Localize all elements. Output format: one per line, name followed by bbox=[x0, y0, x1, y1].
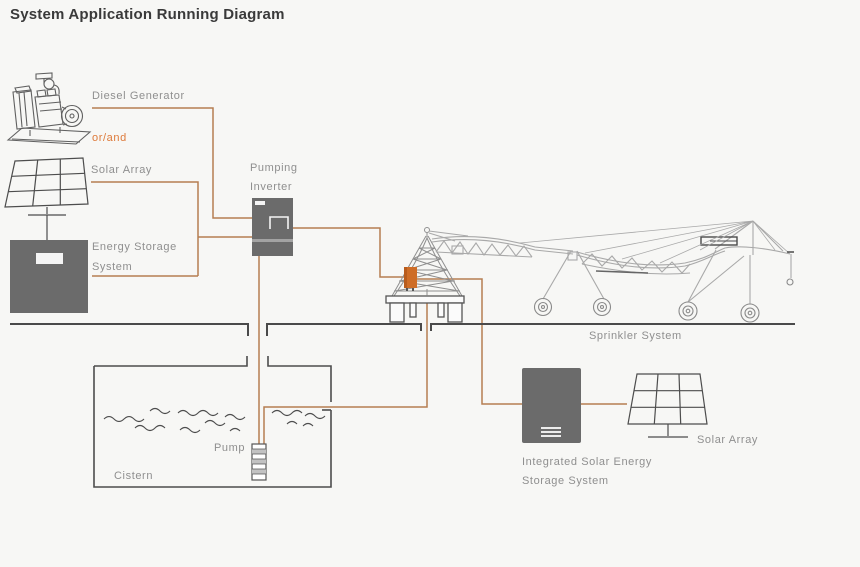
wire-diesel-to-inverter bbox=[92, 107, 252, 219]
integrated-storage-box bbox=[522, 368, 581, 443]
solar-array-left-illustration bbox=[4, 157, 89, 240]
label-diesel-generator: Diesel Generator bbox=[92, 90, 185, 102]
label-pump: Pump bbox=[214, 442, 246, 454]
cistern-illustration bbox=[93, 356, 332, 488]
label-energy-storage-2: System bbox=[92, 261, 133, 273]
page-title: System Application Running Diagram bbox=[10, 6, 285, 23]
label-solar-array-right: Solar Array bbox=[697, 434, 759, 446]
wire-lines bbox=[91, 107, 627, 444]
label-integrated-1: Integrated Solar Energy bbox=[522, 456, 652, 468]
center-pivot-tower bbox=[391, 227, 463, 299]
label-or-and: or/and bbox=[92, 132, 127, 144]
wire-solar-bus bbox=[91, 181, 199, 276]
ground-line bbox=[10, 323, 795, 336]
pivot-base-platform bbox=[385, 295, 465, 323]
label-sprinkler-system: Sprinkler System bbox=[589, 330, 682, 342]
diesel-generator-illustration bbox=[6, 72, 92, 145]
label-energy-storage-1: Energy Storage bbox=[92, 241, 177, 253]
wire-inverter-to-pivot bbox=[293, 227, 404, 278]
label-integrated-2: Storage System bbox=[522, 475, 609, 487]
pivot-control-box bbox=[404, 267, 417, 291]
label-pumping-inverter-1: Pumping bbox=[250, 162, 298, 174]
label-pumping-inverter-2: Inverter bbox=[250, 181, 293, 193]
energy-storage-box bbox=[10, 240, 88, 313]
label-cistern: Cistern bbox=[114, 470, 154, 482]
wire-pivot-to-integrated bbox=[417, 278, 522, 405]
pumping-inverter-box bbox=[252, 198, 293, 256]
wire-pump-to-pivot bbox=[263, 297, 428, 444]
sprinkler-machine-illustration bbox=[428, 220, 794, 323]
pump-illustration bbox=[251, 443, 267, 481]
solar-array-right-illustration bbox=[627, 373, 708, 438]
label-solar-array-left: Solar Array bbox=[91, 164, 153, 176]
cistern-water-waves bbox=[103, 407, 326, 434]
